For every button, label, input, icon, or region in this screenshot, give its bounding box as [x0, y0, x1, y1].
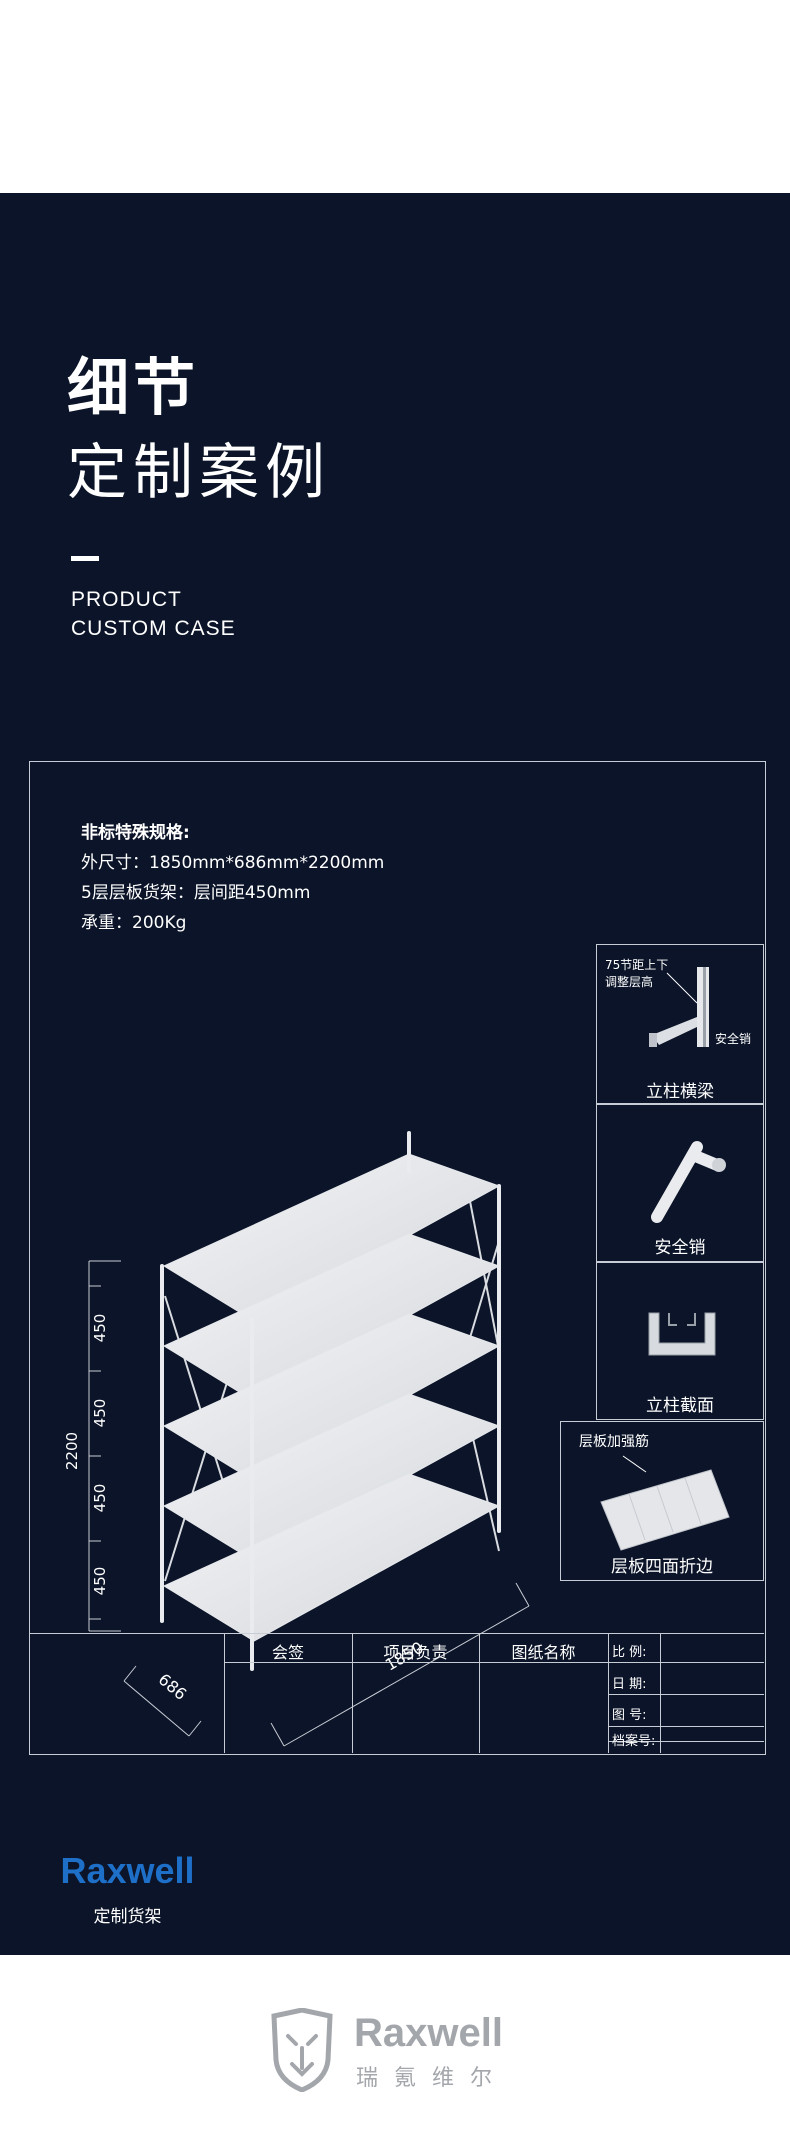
footer-brand-chinese: 瑞氪维尔	[356, 2066, 509, 2091]
width-dimension	[270, 1582, 530, 1747]
spec-block: 非标特殊规格: 外尺寸：1850mm*686mm*2200mm 5层层板货架：层…	[81, 818, 384, 938]
note-rib: 层板加强筋	[579, 1434, 649, 1450]
depth-dimension	[123, 1665, 202, 1737]
spec-line-layers: 5层层板货架：层间距450mm	[81, 883, 311, 903]
label-date: 日 期:	[612, 1677, 647, 1692]
title-divider	[71, 556, 99, 561]
detail-panel-shelf-fold: 层板加强筋 层板四面折边	[560, 1421, 764, 1581]
header-drawing-name: 图纸名称	[511, 1643, 576, 1662]
section-title: 细节	[67, 351, 200, 424]
detail-panel-post-beam: 75节距上下 调整层高 安全销 立柱横梁	[596, 944, 764, 1104]
safety-pin-icon	[651, 1141, 726, 1223]
depth-label: 686	[155, 1670, 191, 1704]
english-caption: PRODUCT CUSTOM CASE	[71, 585, 236, 643]
spacing-label-1: 450	[91, 1314, 109, 1343]
shelf-posts	[160, 1131, 501, 1671]
top-margin	[0, 0, 790, 193]
label-archive-number: 档案号:	[612, 1734, 656, 1749]
note-adjust: 调整层高	[605, 975, 654, 989]
spec-title: 非标特殊规格:	[81, 823, 190, 843]
header-countersign: 会签	[271, 1643, 304, 1662]
english-line-1: PRODUCT	[71, 588, 182, 611]
footer-area	[0, 1955, 790, 2143]
english-line-2: CUSTOM CASE	[71, 617, 236, 640]
panel-label-post-beam: 立柱横梁	[646, 1082, 714, 1102]
main-panel: 细节 定制案例 PRODUCT CUSTOM CASE 非标特殊规格: 外尺寸：…	[0, 193, 790, 1955]
detail-panel-safety-pin: 安全销	[596, 1104, 764, 1262]
tiger-shield-icon	[271, 2008, 333, 2092]
spacing-label-4: 450	[91, 1567, 109, 1596]
shelf-fold-icon	[600, 1455, 730, 1551]
height-dimension	[88, 1260, 121, 1632]
detail-panel-post-section: 立柱截面	[596, 1262, 764, 1420]
shelf-drawing: 2200 450 450 450 450	[63, 1131, 530, 1747]
shelf-boards	[162, 1153, 501, 1642]
label-drawing-number: 图 号:	[612, 1708, 647, 1723]
section-subtitle: 定制案例	[67, 438, 331, 508]
footer-brand: Raxwell	[354, 2011, 503, 2055]
label-scale: 比 例:	[612, 1645, 647, 1660]
panel-label-shelf-fold: 层板四面折边	[611, 1557, 713, 1577]
note-pitch: 75节距上下	[605, 958, 669, 972]
header-project-lead: 项目负责	[383, 1643, 448, 1662]
panel-label-safety-pin: 安全销	[654, 1238, 706, 1258]
height-total-label: 2200	[63, 1432, 81, 1470]
post-section-icon	[648, 1312, 716, 1356]
spacing-label-3: 450	[91, 1484, 109, 1513]
brand-logo: Raxwell	[60, 1850, 195, 1891]
spacing-label-2: 450	[91, 1399, 109, 1428]
post-beam-icon	[649, 967, 709, 1047]
panel-label-post-section: 立柱截面	[646, 1396, 714, 1416]
brand-subtitle: 定制货架	[93, 1907, 162, 1927]
spec-line-size: 外尺寸：1850mm*686mm*2200mm	[81, 853, 385, 873]
note-pin: 安全销	[715, 1032, 752, 1046]
spec-line-load: 承重：200Kg	[81, 913, 187, 933]
drawing-frame	[29, 761, 766, 1755]
